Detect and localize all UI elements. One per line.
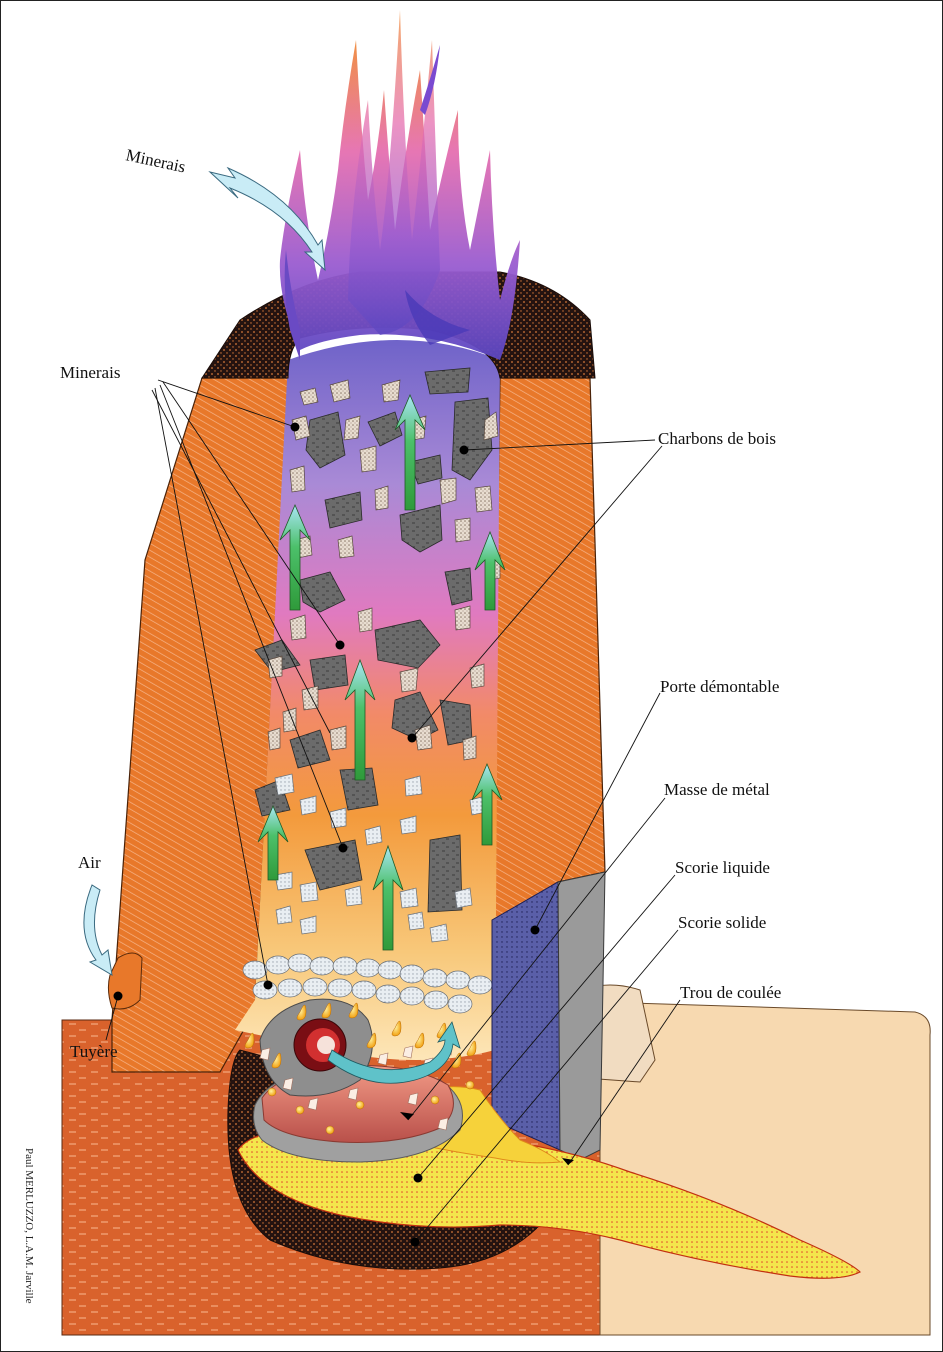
tuyere-nozzle: [108, 953, 142, 1009]
label-tuyere: Tuyère: [70, 1042, 118, 1061]
label-charbons: Charbons de bois: [658, 429, 776, 448]
label-minerais-left: Minerais: [60, 363, 120, 382]
label-scorie-liquide: Scorie liquide: [675, 858, 770, 877]
furnace-wall-right: [492, 378, 605, 920]
label-minerais-top: Minerais: [124, 145, 187, 176]
door-frame-plate: [558, 872, 605, 1160]
ore-input-arrow: [210, 168, 325, 270]
label-porte: Porte démontable: [660, 677, 779, 696]
flames: [280, 10, 520, 360]
label-scorie-solide: Scorie solide: [678, 913, 766, 932]
label-trou: Trou de coulée: [680, 983, 781, 1002]
label-air: Air: [78, 853, 101, 872]
air-input-arrow: [84, 885, 112, 975]
label-masse: Masse de métal: [664, 780, 770, 799]
author-credit: Paul MERLUZZO, L.A.M. Jarville: [23, 1148, 35, 1304]
